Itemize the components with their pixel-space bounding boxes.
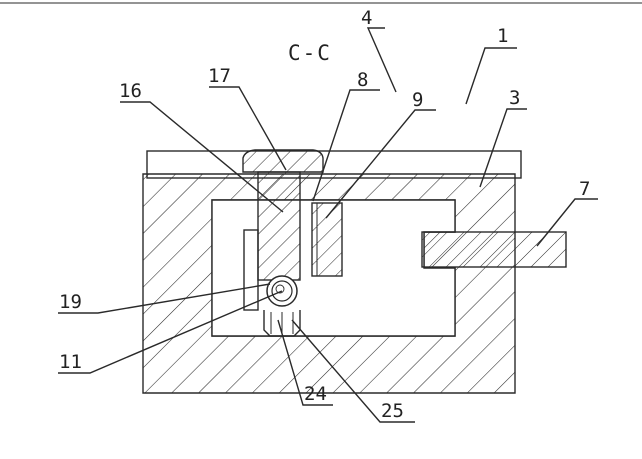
callout-24: 24 xyxy=(304,383,327,405)
callout-8: 8 xyxy=(357,69,368,91)
screw-shank-16 xyxy=(257,171,301,281)
callout-1: 1 xyxy=(497,25,508,47)
leader-lines xyxy=(58,27,598,423)
stem xyxy=(243,229,259,311)
callout-11: 11 xyxy=(59,351,82,373)
callout-3: 3 xyxy=(509,87,520,109)
callout-17: 17 xyxy=(208,65,231,87)
rod-7 xyxy=(421,231,567,268)
callout-4: 4 xyxy=(361,7,372,29)
callout-19: 19 xyxy=(59,291,82,313)
screw-head-17 xyxy=(242,149,324,173)
callout-9: 9 xyxy=(412,89,423,111)
callout-7: 7 xyxy=(579,178,590,200)
section-label: C-C xyxy=(288,41,332,65)
callout-25: 25 xyxy=(381,400,404,422)
callout-16: 16 xyxy=(119,80,142,102)
